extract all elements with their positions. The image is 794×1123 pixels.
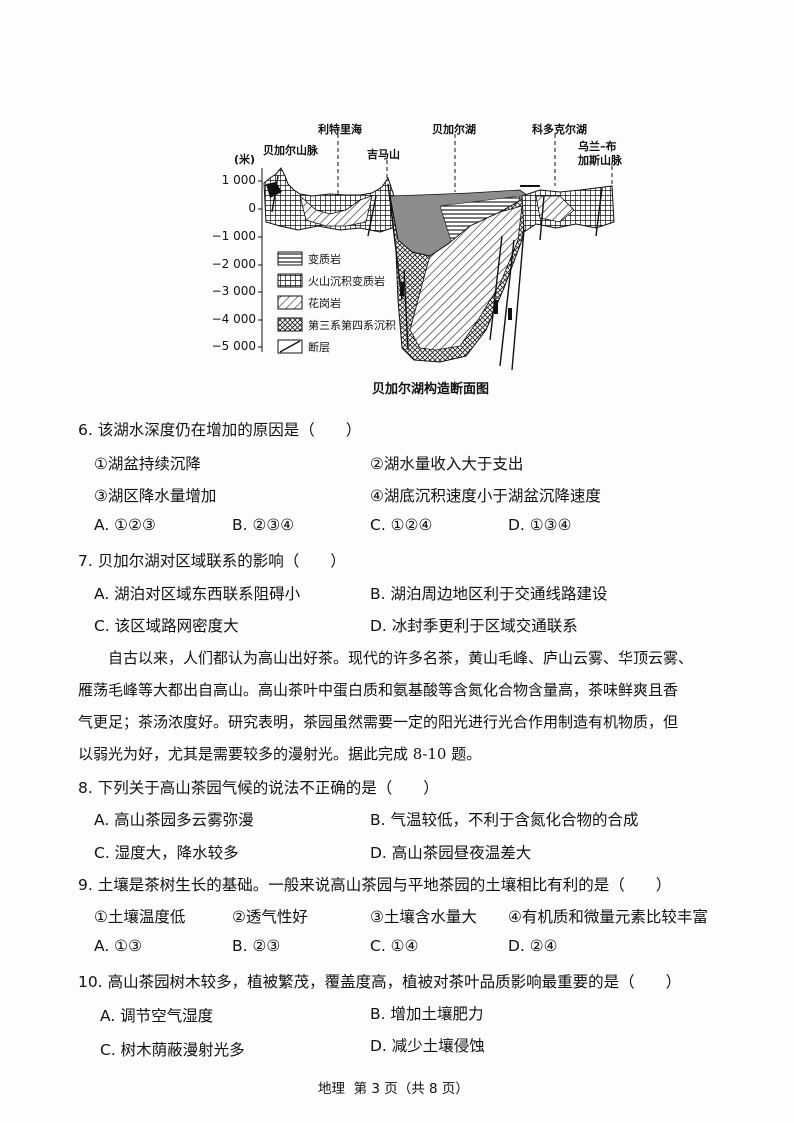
label-ulan-2: 加斯山脉 [578, 154, 622, 167]
choice-a[interactable]: A. ①②③ [94, 516, 156, 534]
choice-d[interactable]: D. ①③④ [508, 516, 572, 534]
legend-item: 断层 [308, 341, 330, 354]
label-kesuoke: 科多克尔湖 [532, 123, 587, 136]
choice-d[interactable]: D. 高山茶园昼夜温差大 [370, 844, 532, 862]
choice-b[interactable]: B. 湖泊周边地区利于交通线路建设 [370, 585, 608, 603]
question-stem: 10. 高山茶园树木较多，植被繁茂，覆盖度高，植被对茶叶品质影响最重要的是（ ） [78, 973, 682, 991]
statement-item: ③湖区降水量增加 [94, 487, 217, 505]
choice-b[interactable]: B. ②③ [232, 937, 281, 955]
choice-b[interactable]: B. 气温较低，不利于含氮化合物的合成 [370, 811, 639, 829]
statement-item: ①湖盆持续沉降 [94, 455, 201, 473]
choice-a[interactable]: A. 高山茶园多云雾弥漫 [94, 811, 254, 829]
statement-item: ②透气性好 [232, 908, 308, 926]
label-litiliha: 利特里海 [318, 123, 362, 136]
statement-item: ④有机质和微量元素比较丰富 [508, 908, 708, 926]
unit-label: (米) [234, 153, 256, 166]
ytick-label: 1 000 [221, 173, 256, 187]
statement-item: ①土壤温度低 [94, 908, 186, 926]
choice-c[interactable]: C. 湿度大，降水较多 [94, 844, 239, 862]
passage-line: 自古以来，人们都认为高山出好茶。现代的许多名茶，黄山毛峰、庐山云雾、华顶云雾、 [108, 649, 694, 667]
question-stem: 6. 该湖水深度仍在增加的原因是（ ） [78, 421, 362, 439]
choice-c[interactable]: C. 树木荫蔽漫射光多 [100, 1041, 245, 1059]
legend-item: 花岗岩 [308, 297, 341, 310]
ytick-label: −3 000 [211, 284, 256, 298]
cross-section-diagram [258, 134, 615, 371]
choice-b[interactable]: B. ②③④ [232, 516, 295, 534]
choice-d[interactable]: D. ②④ [508, 937, 558, 955]
question-stem: 8. 下列关于高山茶园气候的说法不正确的是（ ） [78, 779, 439, 797]
left-granite [299, 194, 373, 227]
question-stem: 9. 土壤是茶树生长的基础。一般来说高山茶园与平地茶园的土壤相比有利的是（ ） [78, 876, 672, 894]
passage-line: 以弱光为好，尤其是需要较多的漫射光。据此完成 8-10 题。 [78, 745, 482, 763]
choice-a[interactable]: A. 湖泊对区域东西联系阻碍小 [94, 585, 301, 603]
basin-granite [409, 205, 523, 351]
statement-item: ②湖水量收入大于支出 [370, 455, 524, 473]
passage-line: 气更足；茶汤浓度好。研究表明，茶园虽然需要一定的阳光进行光合作用制造有机物质，但 [78, 713, 679, 731]
choice-a[interactable]: A. 调节空气湿度 [100, 1007, 214, 1025]
choice-b[interactable]: B. 增加土壤肥力 [370, 1005, 484, 1023]
ytick-label: −5 000 [211, 339, 256, 353]
choice-c[interactable]: C. ①②④ [370, 516, 433, 534]
figure-caption: 贝加尔湖构造断面图 [372, 382, 490, 397]
ytick-label: −2 000 [211, 257, 256, 271]
label-baikal-lake: 贝加尔湖 [432, 123, 476, 136]
page-footer: 地理 第 3 页（共 8 页） [318, 1081, 469, 1097]
choice-c[interactable]: C. ①④ [370, 937, 419, 955]
choice-a[interactable]: A. ①③ [94, 937, 142, 955]
ytick-label: −1 000 [211, 229, 256, 243]
choice-d[interactable]: D. 减少土壤侵蚀 [370, 1037, 485, 1055]
legend-item: 第三系第四系沉积 [308, 319, 396, 332]
choice-d[interactable]: D. 冰封季更利于区域交通联系 [370, 617, 578, 635]
ytick-label: −4 000 [211, 312, 256, 326]
label-jima: 吉马山 [367, 148, 400, 161]
choice-c[interactable]: C. 该区域路网密度大 [94, 617, 239, 635]
label-ulan-1: 乌兰–布 [578, 140, 617, 153]
passage-line: 雁荡毛峰等大都出自高山。高山茶叶中蛋白质和氨基酸等含氮化合物含量高，茶味鲜爽且香 [78, 681, 679, 699]
statement-item: ④湖底沉积速度小于湖盆沉降速度 [370, 487, 601, 505]
statement-item: ③土壤含水量大 [370, 908, 477, 926]
legend-item: 火山沉积变质岩 [308, 275, 385, 288]
ytick-label: 0 [248, 201, 256, 215]
legend-item: 变质岩 [308, 253, 341, 266]
label-baikal-range: 贝加尔山脉 [263, 144, 318, 157]
question-stem: 7. 贝加尔湖对区域联系的影响（ ） [78, 552, 346, 570]
